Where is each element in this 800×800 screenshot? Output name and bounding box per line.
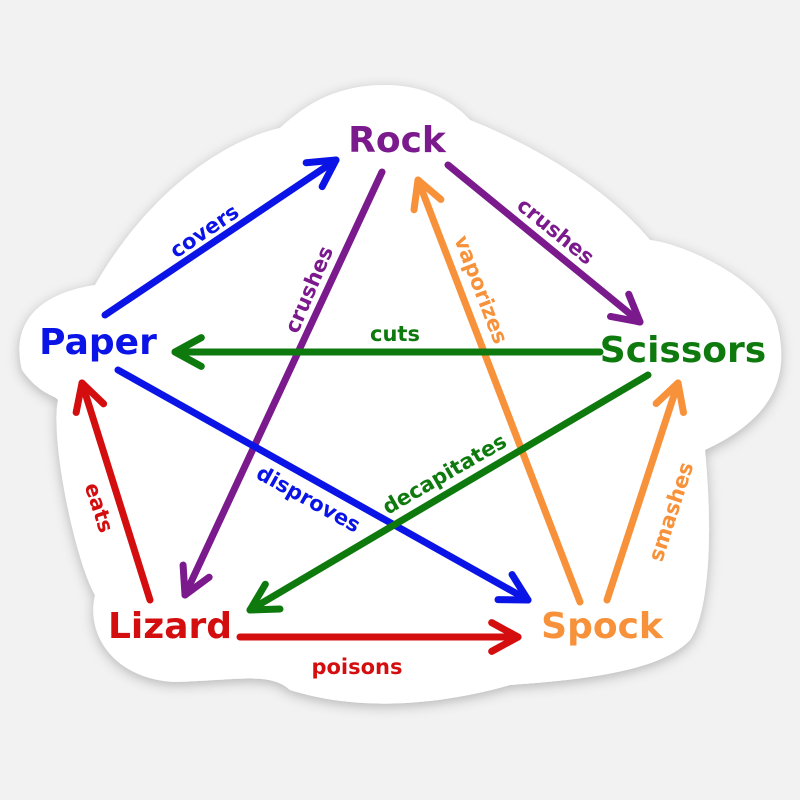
- arrowhead: [410, 176, 445, 214]
- arrow-rock-crushes-lizard: [179, 168, 386, 599]
- arrow-paper-covers-rock: [101, 156, 340, 319]
- node-rock: Rock: [348, 120, 447, 161]
- arrowhead: [607, 290, 644, 326]
- arrowhead: [488, 619, 522, 655]
- arrowhead: [179, 561, 213, 599]
- arrow-scissors-cuts-paper: [171, 334, 604, 370]
- arrow-shaft: [444, 161, 644, 326]
- arrow-paper-disproves-spock: [114, 366, 532, 604]
- arrow-shaft: [101, 156, 340, 319]
- arrow-shaft: [181, 168, 386, 599]
- arrowhead: [652, 379, 687, 416]
- arrow-shaft: [114, 366, 532, 604]
- arrow-spock-smashes-scissors: [603, 379, 687, 604]
- arrowhead: [72, 379, 108, 416]
- node-spock: Spock: [541, 606, 664, 647]
- arrow-shaft: [603, 379, 682, 604]
- arrow-shaft: [78, 379, 154, 604]
- arrow-lizard-poisons-spock: [236, 619, 522, 655]
- arrow-shaft: [246, 371, 652, 614]
- node-lizard: Lizard: [108, 606, 232, 647]
- edge-label-lizard-poisons-spock: poisons: [311, 655, 402, 679]
- arrowhead: [494, 571, 532, 604]
- arrow-spock-vaporizes-rock: [410, 176, 584, 606]
- edges-layer: [72, 156, 687, 655]
- edge-label-scissors-cuts-paper: cuts: [370, 322, 420, 346]
- arrow-scissors-decapitates-lizard: [246, 371, 652, 614]
- arrow-shaft: [414, 176, 584, 606]
- arrowhead: [302, 156, 340, 191]
- node-paper: Paper: [39, 322, 157, 363]
- arrow-rock-crushes-scissors: [444, 161, 644, 326]
- arrowhead: [171, 334, 205, 370]
- arrowhead: [246, 580, 284, 614]
- arrow-lizard-eats-paper: [72, 379, 154, 604]
- node-scissors: Scissors: [600, 330, 766, 371]
